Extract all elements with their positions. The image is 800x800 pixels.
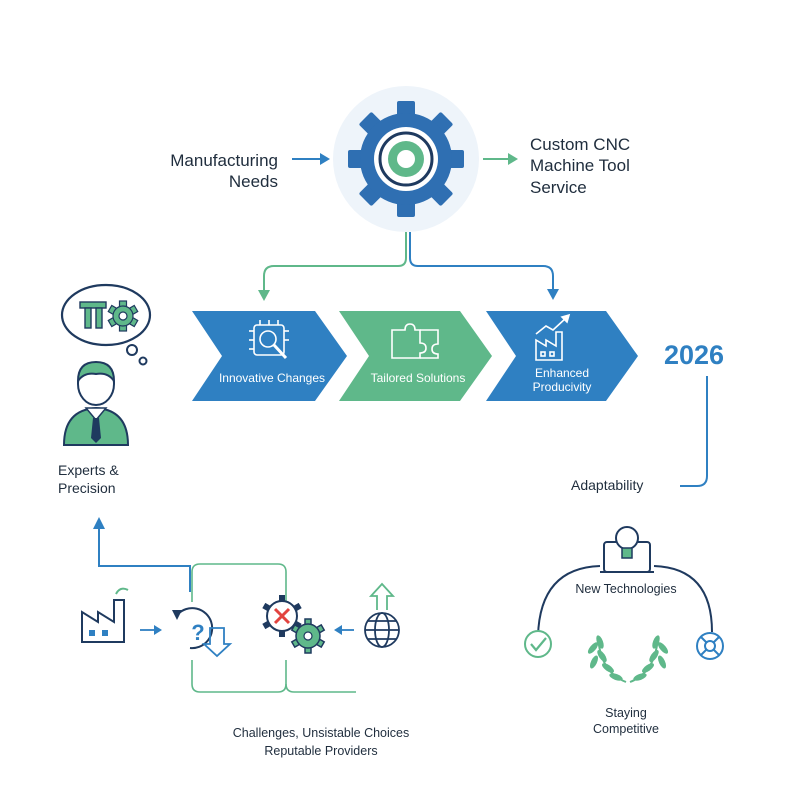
split-connector-blue (409, 232, 559, 300)
input-arrow (292, 153, 330, 165)
new-tech-label: New Technologies (575, 582, 677, 596)
expert-person-icon (62, 360, 130, 446)
factory-icon (81, 587, 129, 643)
experts-label: Experts & Precision (58, 462, 119, 496)
staying-competitive-label: Staying Competitive (593, 706, 659, 736)
year-label: 2026 (664, 340, 725, 370)
svg-text:?: ? (191, 620, 204, 645)
return-arrow-experts (93, 517, 191, 592)
small-gear-icon (107, 300, 139, 332)
flow-arrow-2 (334, 625, 354, 635)
split-connector-green (258, 232, 407, 301)
factory-growth-icon (535, 313, 571, 361)
gears-x-icon (262, 595, 326, 654)
step-label-innovative: Innovative Changes (218, 371, 326, 385)
chevron-innovative-changes (192, 311, 347, 401)
year-connector (680, 376, 708, 487)
laurel-wreath-icon (587, 635, 669, 683)
lightbulb-screen-icon (600, 526, 654, 573)
chip-magnifier-icon (249, 320, 289, 360)
chevron-tailored-solutions (339, 311, 492, 401)
output-label: Custom CNC Machine Tool Service (530, 135, 631, 197)
challenges-line-2: Reputable Providers (264, 744, 378, 758)
check-circle-icon (524, 630, 552, 658)
puzzle-icon (391, 323, 439, 359)
tech-arc (537, 565, 713, 637)
input-label: Manufacturing Needs (170, 151, 278, 192)
tools-icon (79, 301, 107, 329)
question-refresh-icon: ? (172, 607, 233, 658)
challenge-loop (191, 563, 356, 693)
lifebuoy-icon (696, 632, 724, 660)
adaptability-label: Adaptability (571, 477, 644, 493)
challenges-line-1: Challenges, Unsistable Choices (232, 726, 410, 740)
output-arrow (483, 153, 518, 165)
globe-icon (364, 582, 400, 648)
flow-arrow-1 (140, 625, 162, 635)
central-gear-icon (333, 86, 479, 232)
step-label-enhanced: Enhanced Producivity (532, 366, 592, 395)
step-label-tailored: Tailored Solutions (370, 371, 466, 385)
thought-bubble (60, 283, 152, 366)
